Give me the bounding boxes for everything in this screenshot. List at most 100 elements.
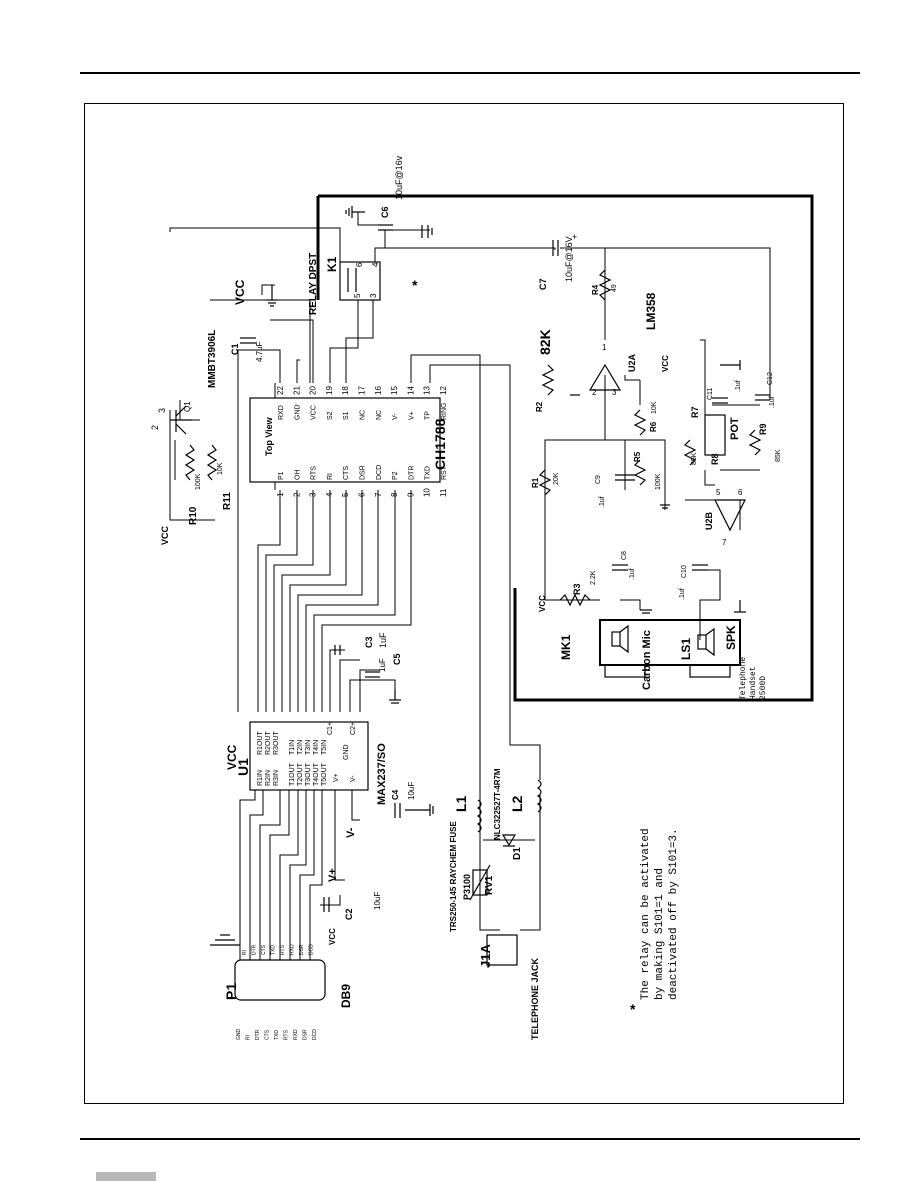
- svg-text:by making S101=1 and: by making S101=1 and: [654, 868, 666, 1000]
- r11-resistor: [206, 444, 218, 481]
- c7-value: 10uF@16V: [564, 236, 574, 282]
- ch1788-pin-name: RST: [441, 465, 448, 480]
- ground-symbol: [660, 504, 670, 509]
- r2-resistor: [541, 364, 555, 396]
- handset-label: Telephone Handset 2500D: [739, 657, 768, 700]
- vminus-label: V-: [345, 827, 357, 838]
- ch1788-pin-number: 14: [406, 386, 415, 395]
- q1-label: Q1: [183, 401, 192, 412]
- ground-symbol: [720, 360, 741, 370]
- relay-pin3: 3: [369, 293, 378, 298]
- u2a-pin2: 2: [592, 388, 597, 397]
- r9-value: 85K: [775, 449, 782, 462]
- c10-capacitor: [692, 564, 708, 571]
- speaker-symbol: [697, 627, 715, 657]
- db9-pin-name: GND: [236, 1029, 242, 1041]
- ch1788-pin-number: 9: [406, 492, 415, 497]
- component-labels: VCC R10 100K R11 10K Q1 2 3 MMBT3906L C1…: [150, 155, 782, 1040]
- ground-symbol: [210, 934, 240, 946]
- relay-note: The relay can be activated by making S10…: [640, 828, 680, 1000]
- db9-pin-name: DSR: [303, 1029, 309, 1040]
- r2-label: R2: [535, 401, 544, 412]
- c8-label: C8: [621, 551, 628, 560]
- ground-symbol: [389, 690, 401, 704]
- r11-value: 10K: [217, 462, 224, 475]
- db9-pin-name: TXD: [274, 1030, 280, 1040]
- telephone-jack-label: TELEPHONE JACK: [530, 957, 540, 1040]
- relay-pin5: 5: [353, 293, 362, 298]
- ch1788-pin-number: 19: [325, 386, 334, 395]
- ch1788-pin-number: 3: [309, 492, 318, 497]
- nlc-label: NLC322527T-4R7M: [493, 768, 502, 840]
- c7-capacitor: [552, 240, 559, 256]
- c1-capacitor: [240, 337, 256, 344]
- u2a-opamp: [588, 363, 622, 391]
- u1-pin-name: R2IN: [265, 770, 272, 786]
- ground-symbol: [405, 804, 434, 816]
- ch1788-pin-name: DTR: [408, 466, 415, 480]
- c3-capacitor: [334, 645, 341, 655]
- u2a-label: U2A: [627, 353, 637, 372]
- d1-diode: [501, 834, 517, 847]
- db9-pin-name: DTR: [255, 1029, 261, 1040]
- ch1788-pin-name: RXD: [278, 405, 285, 420]
- svg-text:deactivated off by S101=3.: deactivated off by S101=3.: [668, 828, 680, 1000]
- header-rule: [80, 72, 860, 74]
- c11-value: .1uf: [735, 380, 742, 392]
- ch1788-pin-number: 7: [374, 492, 383, 497]
- u1-pin-name: T2IN: [297, 740, 304, 755]
- u1-pin-name: R1IN: [257, 770, 264, 786]
- u1-pin-name: R2OUT: [265, 731, 272, 755]
- u1-label: U1: [235, 758, 251, 776]
- ground-symbol: [421, 225, 433, 238]
- c7-label: C7: [538, 278, 548, 290]
- c1-label: C1: [230, 343, 240, 355]
- handset-box: [599, 619, 741, 666]
- c6-value: 10uF@16v: [394, 155, 404, 200]
- c12-label: C12: [767, 372, 774, 385]
- p1-label: P1: [223, 983, 239, 1000]
- p3100-label: P3100: [462, 874, 472, 900]
- q1-pin2: 2: [150, 425, 160, 430]
- relay-pin6: 6: [355, 262, 364, 267]
- rv1-varistor: [472, 869, 488, 896]
- svg-text:2500D: 2500D: [759, 676, 768, 700]
- c12-capacitor: [755, 394, 770, 401]
- spk-tab: [689, 664, 731, 678]
- q1-part-label: MMBT3906L: [207, 330, 218, 388]
- ch1788-pin-name: V-: [392, 413, 399, 420]
- top-view-label: Top View: [264, 416, 274, 456]
- ch1788-pin-name: RI: [327, 473, 334, 480]
- note-star: *: [630, 1001, 636, 1017]
- ch1788-pin-number: 1: [276, 492, 285, 497]
- ch1788-pin-name: V+: [408, 411, 415, 420]
- vcc-label-q1: VCC: [160, 525, 170, 545]
- ch1788-pin-number: 20: [309, 386, 318, 395]
- fuse-label: TRS250-145 RAYCHEM FUSE: [449, 820, 458, 932]
- r5-value: 100K: [655, 473, 662, 490]
- u1-pin-name: R3OUT: [273, 731, 280, 755]
- j1a-jack: [486, 934, 518, 966]
- r2-value: 82K: [537, 329, 553, 355]
- u2b-opamp: [714, 499, 746, 532]
- svg-text:The relay can be activated: The relay can be activated: [640, 828, 652, 1000]
- ch1788-pin-number: 18: [341, 386, 350, 395]
- ground-symbol: [640, 609, 652, 614]
- c6-label: C6: [380, 206, 390, 218]
- c5-capacitor: [365, 671, 380, 678]
- ch1788-pin-number: 2: [292, 492, 301, 497]
- ch1788-pin-name: NC: [376, 410, 383, 420]
- u1-pin-name: T1OUT: [289, 762, 296, 786]
- r6-resistor: [633, 409, 647, 436]
- u1-pin-name: T3IN: [305, 740, 312, 755]
- r8-resistor: [683, 439, 697, 466]
- ch1788-pin-name: DSR: [360, 465, 367, 480]
- svg-text:Telephone: Telephone: [739, 657, 748, 700]
- vplus-label: V+: [327, 868, 339, 882]
- r1-value: 20K: [553, 472, 560, 485]
- c9-value: .1uf: [599, 496, 606, 508]
- ch1788-pin-name: RTS: [311, 466, 318, 480]
- mk1-label: MK1: [559, 634, 573, 660]
